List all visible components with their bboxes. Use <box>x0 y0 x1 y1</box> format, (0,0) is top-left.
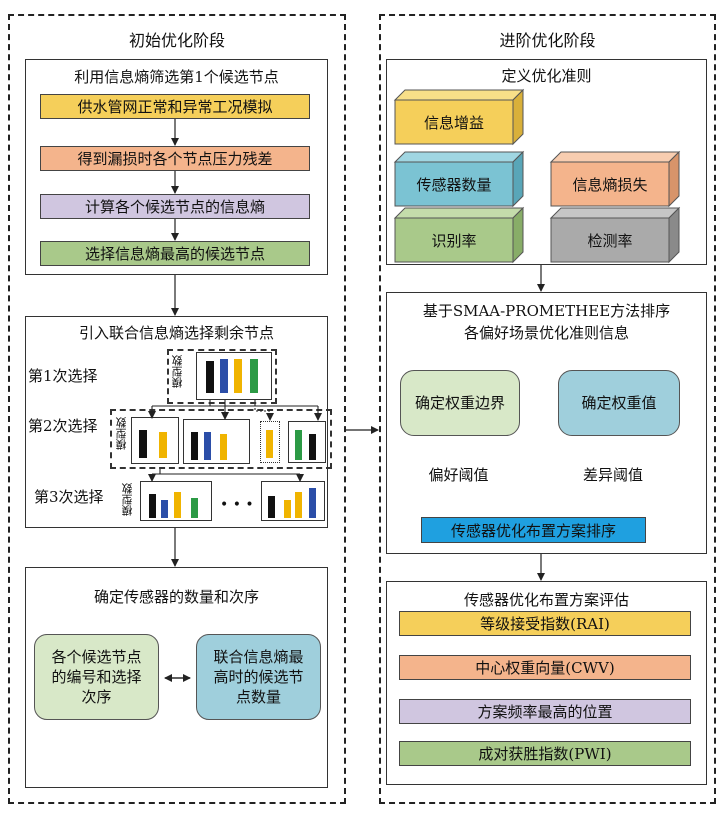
step1-title: 利用信息熵筛选第1个候选节点 <box>74 68 279 86</box>
bar <box>204 432 211 460</box>
bar <box>284 500 291 518</box>
selection-3-label: 第3次选择 <box>34 488 104 506</box>
eval-rai: 等级接受指数(RAI) <box>399 611 691 636</box>
diff-threshold: 差异阈值 <box>582 466 643 484</box>
selection-1-chart <box>196 352 272 400</box>
bar <box>250 359 258 393</box>
eval-cwv: 中心权重向量(CWV) <box>399 655 691 680</box>
ellipsis: • • • <box>220 497 254 513</box>
bar <box>220 359 228 393</box>
bar <box>220 434 227 460</box>
pref-threshold: 偏好阈值 <box>428 466 489 484</box>
cube-sensor-count <box>393 150 525 208</box>
advanced-stage-panel <box>379 14 716 804</box>
bar <box>309 488 316 518</box>
advanced-stage-title: 进阶优化阶段 <box>499 31 596 50</box>
criterion-info-gain: 信息增益 <box>423 113 484 132</box>
bar <box>174 492 181 518</box>
selection-2-chart-d <box>288 421 326 463</box>
step1-simulate: 供水管网正常和异常工况模拟 <box>40 94 310 119</box>
cube-entropy-loss <box>549 150 681 208</box>
step1-entropy: 计算各个候选节点的信息熵 <box>40 194 310 219</box>
step1-residual: 得到漏损时各个节点压力残差 <box>40 146 310 171</box>
promethee-title-line2: 各偏好场景优化准则信息 <box>463 324 629 342</box>
bar <box>149 494 156 518</box>
bar <box>206 361 214 393</box>
criterion-identification-rate: 识别率 <box>431 231 477 250</box>
bar <box>295 430 302 460</box>
bar <box>159 432 167 458</box>
initial-stage-title: 初始优化阶段 <box>128 31 225 50</box>
cube-info-gain <box>393 88 525 146</box>
selection-2-label: 第2次选择 <box>28 417 98 435</box>
eval-top-location: 方案频率最高的位置 <box>399 699 691 724</box>
criterion-sensor-count: 传感器数量 <box>416 175 492 194</box>
step2-title: 引入联合信息熵选择剩余节点 <box>78 324 274 342</box>
cube-detection-rate <box>549 206 681 264</box>
selection-1-label: 第1次选择 <box>28 367 98 385</box>
selection-2-chart-b <box>183 419 250 464</box>
promethee-title-line1: 基于SMAA-PROMETHEE方法排序 <box>422 302 671 320</box>
bar <box>309 434 316 460</box>
selection-3-chart-b <box>261 481 325 521</box>
cube-identification-rate <box>393 206 525 264</box>
step3-title: 确定传感器的数量和次序 <box>93 588 259 606</box>
bar <box>234 359 242 393</box>
bar <box>266 430 273 458</box>
eval-pwi: 成对获胜指数(PWI) <box>399 741 691 766</box>
bar <box>295 492 302 518</box>
bar <box>191 432 198 460</box>
criterion-entropy-loss: 信息熵损失 <box>572 175 648 194</box>
weight-bound-box: 确定权重边界 <box>400 370 520 436</box>
selection-3-chart-a <box>140 481 212 521</box>
bar <box>268 496 275 518</box>
selection-1-group <box>167 349 277 404</box>
criteria-title: 定义优化准则 <box>501 67 592 85</box>
evaluation-title: 传感器优化布置方案评估 <box>463 591 629 609</box>
candidate-order-box: 各个候选节点的编号和选择次序 <box>34 634 159 720</box>
criterion-detection-rate: 检测率 <box>587 231 633 250</box>
bar <box>139 430 147 458</box>
selection-2-group <box>110 409 332 469</box>
bar <box>161 500 168 518</box>
node-count-box: 联合信息熵最高时的候选节点数量 <box>196 634 321 720</box>
initial-stage-panel <box>8 14 346 804</box>
bar <box>191 498 198 518</box>
selection-2-chart-c <box>260 421 280 463</box>
step1-select-max: 选择信息熵最高的候选节点 <box>40 241 310 266</box>
weight-value-box: 确定权重值 <box>558 370 680 436</box>
selection-2-chart-a <box>131 417 179 464</box>
scheme-ranking: 传感器优化布置方案排序 <box>421 517 646 543</box>
